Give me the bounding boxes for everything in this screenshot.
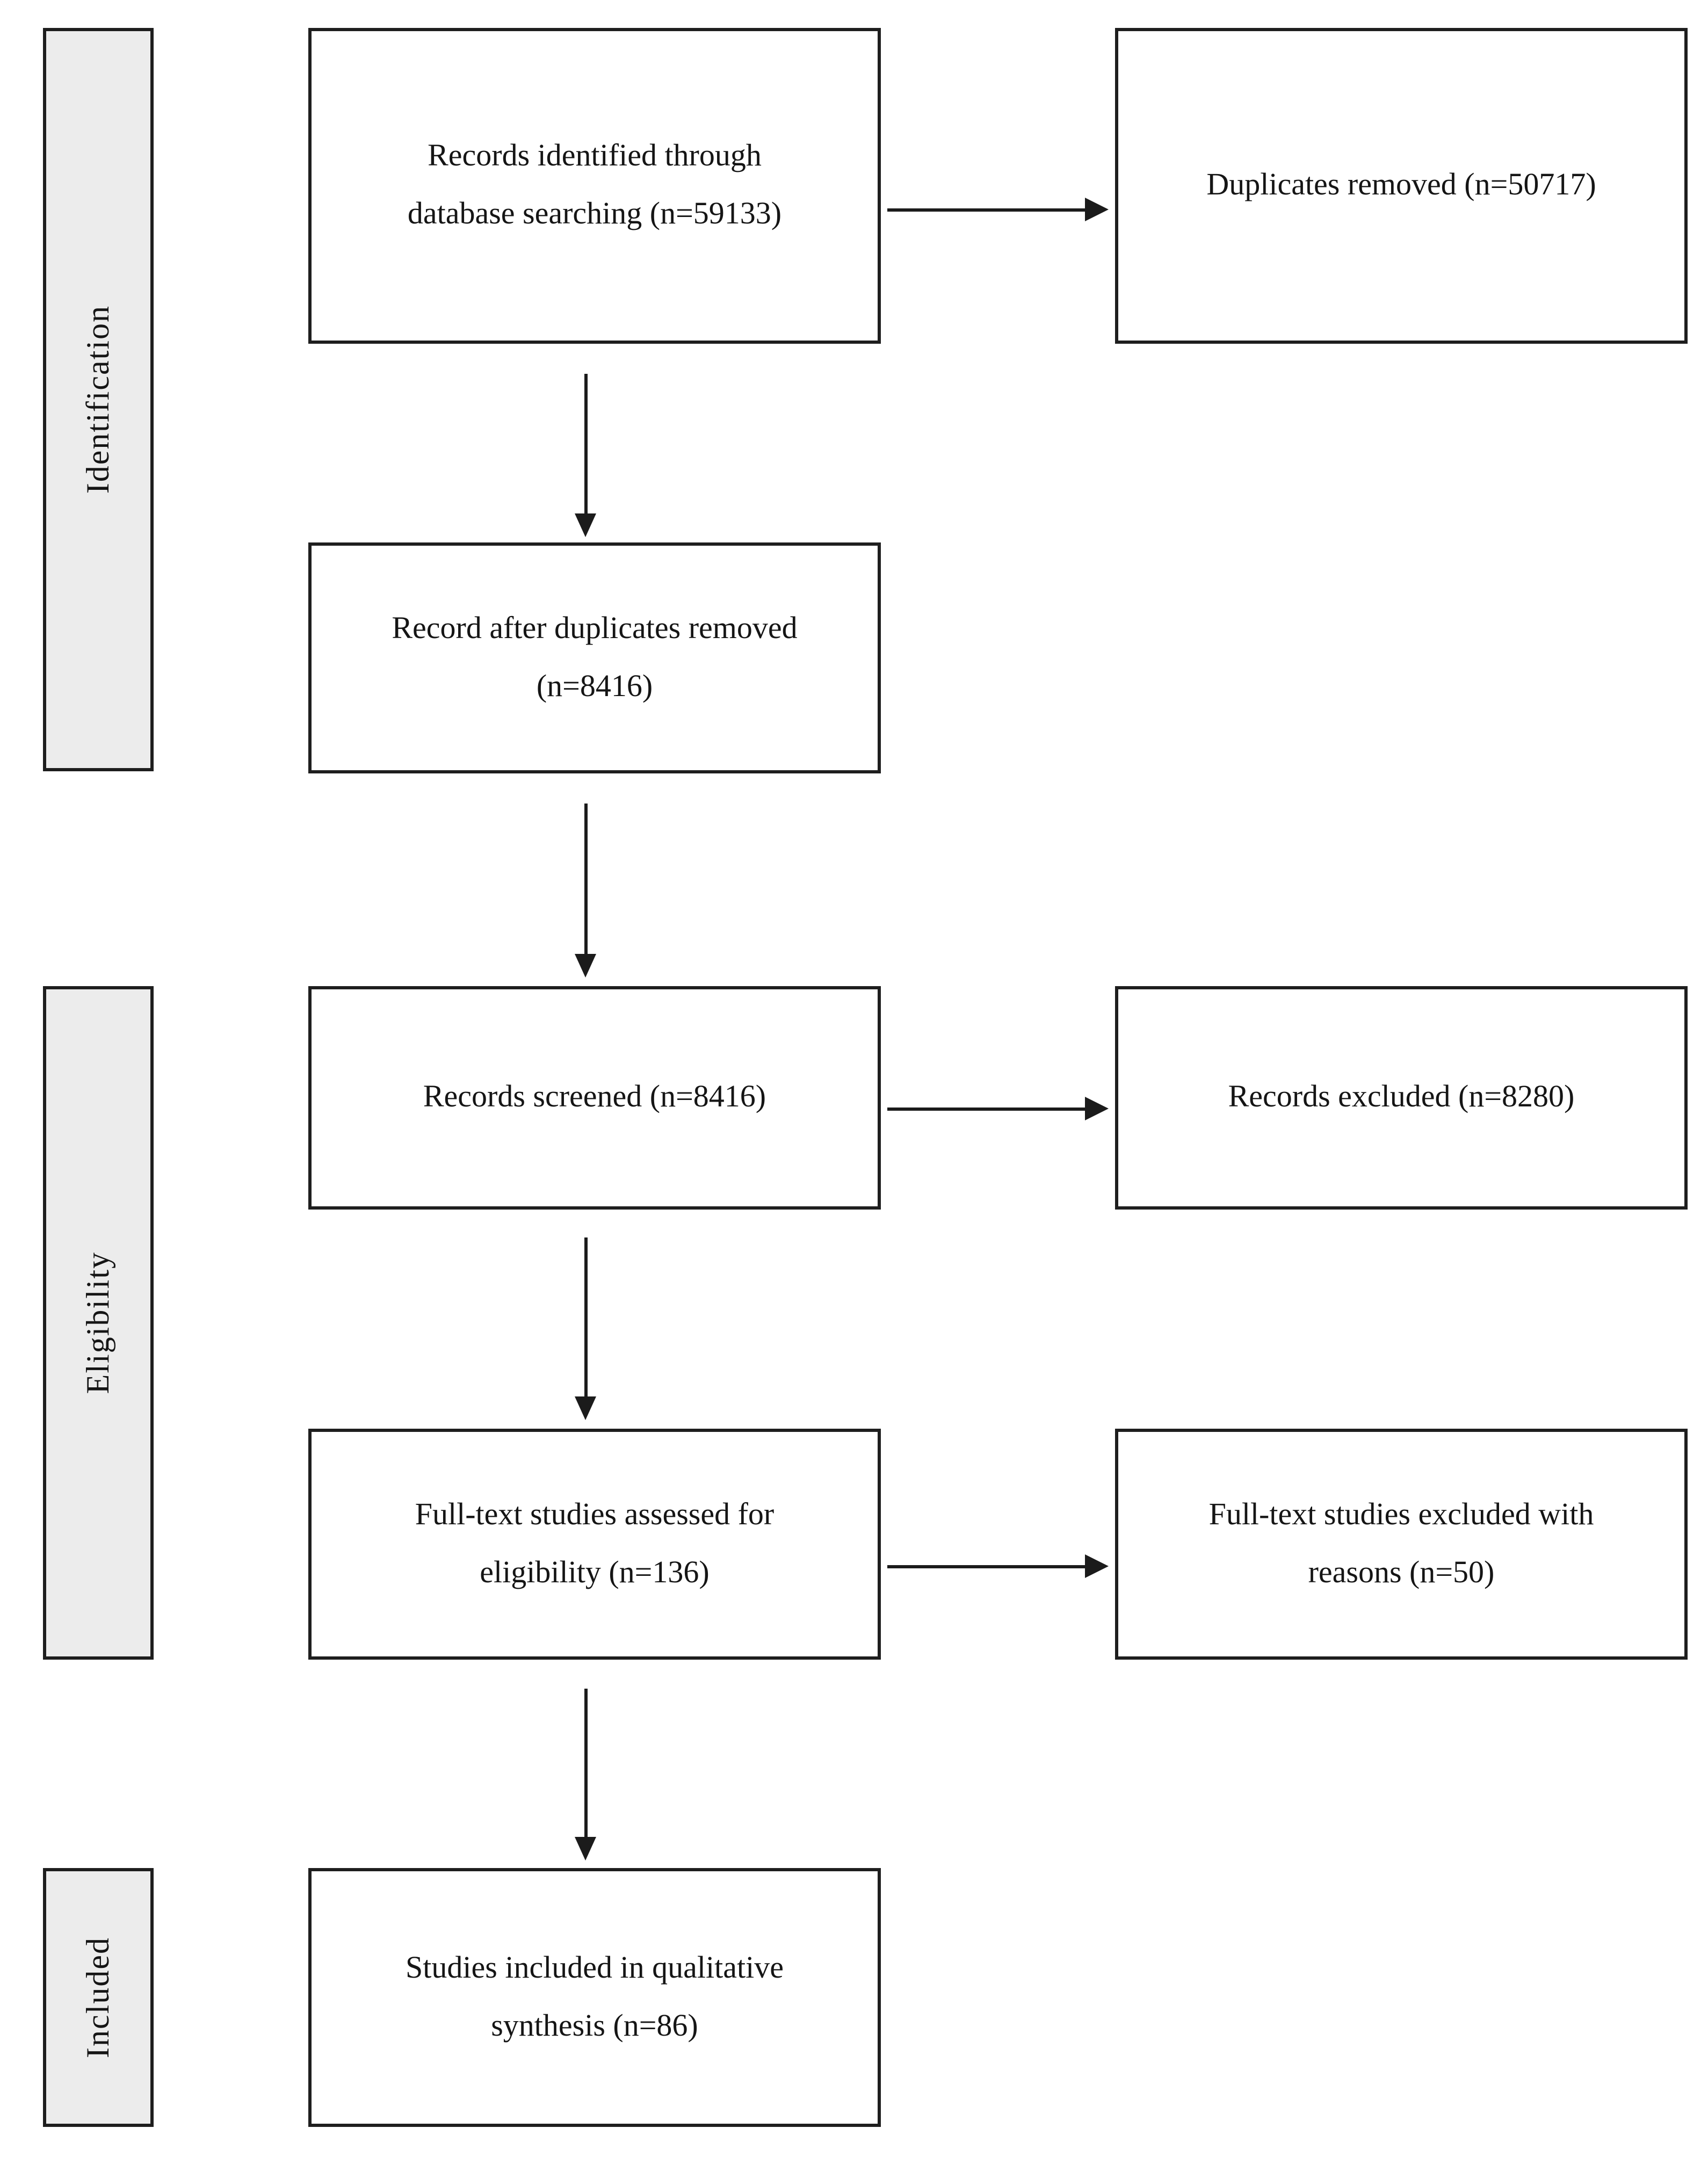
box-text-line: Studies included in qualitative bbox=[406, 1950, 784, 1985]
box-text-line: synthesis (n=86) bbox=[491, 2008, 698, 2043]
stage-bar-eligibility: Eligibility bbox=[43, 986, 154, 1660]
box-text-line: Record after duplicates removed bbox=[392, 611, 798, 646]
box-text-line: (n=8416) bbox=[536, 669, 653, 703]
stage-label-eligibility: Eligibility bbox=[80, 1251, 115, 1394]
stage-label-included: Included bbox=[80, 1937, 115, 2058]
arrow-fulltext-to-included bbox=[575, 1689, 596, 1861]
arrow-shaft bbox=[887, 1107, 1087, 1110]
arrow-down-head bbox=[575, 1396, 596, 1420]
box-records-excluded: Records excluded (n=8280) bbox=[1115, 986, 1688, 1210]
box-text-line: eligibility (n=136) bbox=[480, 1555, 710, 1589]
box-duplicates-removed: Duplicates removed (n=50717) bbox=[1115, 28, 1688, 344]
box-text-line: reasons (n=50) bbox=[1308, 1555, 1495, 1589]
arrow-down-head bbox=[575, 1837, 596, 1861]
arrow-right-head bbox=[1085, 1554, 1109, 1578]
box-text-line: Records identified through bbox=[428, 139, 762, 173]
box-fulltext-assessed: Full-text studies assessed for eligibili… bbox=[308, 1429, 881, 1660]
stage-bar-included: Included bbox=[43, 1868, 154, 2127]
arrow-screened-to-fulltext bbox=[575, 1237, 596, 1420]
arrow-right-head bbox=[1085, 198, 1109, 221]
box-text-line: Records excluded (n=8280) bbox=[1228, 1080, 1575, 1114]
arrow-right-head bbox=[1085, 1097, 1109, 1120]
arrow-after-duplicates-to-screened bbox=[575, 804, 596, 978]
arrow-identified-to-after-duplicates bbox=[575, 374, 596, 537]
arrow-shaft bbox=[584, 1689, 587, 1839]
box-text-line: Full-text studies excluded with bbox=[1208, 1497, 1594, 1532]
box-records-identified: Records identified through database sear… bbox=[308, 28, 881, 344]
box-records-screened: Records screened (n=8416) bbox=[308, 986, 881, 1210]
stage-label-identification: Identification bbox=[80, 305, 115, 494]
arrow-shaft bbox=[887, 208, 1087, 211]
arrow-screened-to-excluded bbox=[887, 1097, 1109, 1120]
box-fulltext-excluded: Full-text studies excluded with reasons … bbox=[1115, 1429, 1688, 1660]
box-text-line: database searching (n=59133) bbox=[407, 197, 782, 231]
box-studies-included: Studies included in qualitative synthesi… bbox=[308, 1868, 881, 2127]
box-records-after-duplicates: Record after duplicates removed (n=8416) bbox=[308, 542, 881, 773]
arrow-shaft bbox=[584, 374, 587, 516]
box-text-line: Duplicates removed (n=50717) bbox=[1206, 168, 1596, 202]
arrow-shaft bbox=[584, 1237, 587, 1399]
arrow-down-head bbox=[575, 954, 596, 978]
arrow-down-head bbox=[575, 513, 596, 537]
box-text-line: Records screened (n=8416) bbox=[423, 1080, 766, 1114]
arrow-shaft bbox=[584, 804, 587, 956]
arrow-identified-to-duplicates-removed bbox=[887, 198, 1109, 221]
arrow-fulltext-to-fulltext-excluded bbox=[887, 1554, 1109, 1578]
arrow-shaft bbox=[887, 1565, 1087, 1568]
box-text-line: Full-text studies assessed for bbox=[415, 1497, 775, 1532]
stage-bar-identification: Identification bbox=[43, 28, 154, 771]
